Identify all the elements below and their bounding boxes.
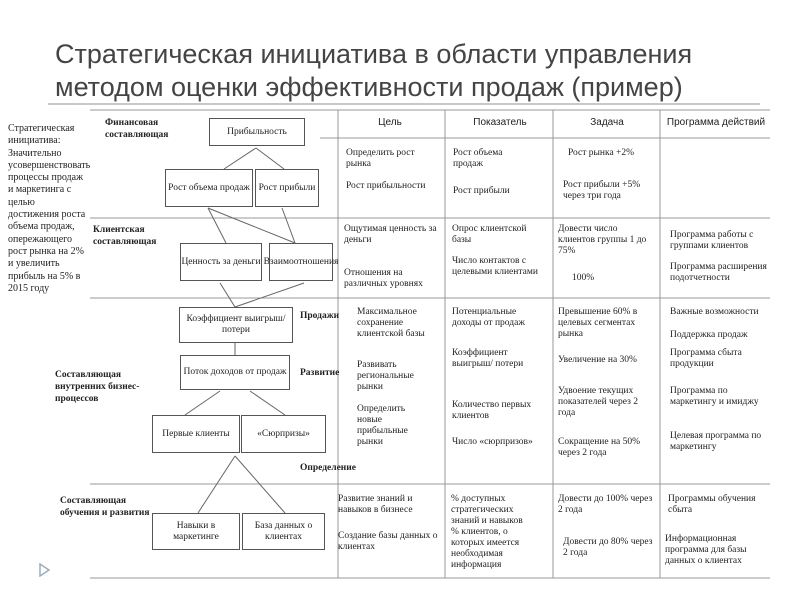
indicator-cell: Рост прибыли xyxy=(453,186,510,196)
program-cell: Программа работы с группами клиентов xyxy=(670,230,754,251)
goal-cell: Ощутимая ценность за деньги xyxy=(344,224,437,245)
task-cell: Рост прибыли +5% через три года xyxy=(563,180,641,201)
title-divider xyxy=(48,103,760,105)
program-cell: Программа расширения подотчетности xyxy=(670,262,767,283)
task-cell: Увеличение на 30% xyxy=(558,355,637,365)
program-cell: Поддержка продаж xyxy=(670,330,748,340)
program-cell: Программа сбыта продукции xyxy=(670,348,742,369)
goal-cell: Рост прибыльности xyxy=(346,181,426,191)
program-cell: Важные возможности xyxy=(670,307,759,317)
sales-growth-box: Рост объема продаж xyxy=(165,169,253,207)
indicator-cell: Количество первых клиентов xyxy=(452,400,532,421)
learning-perspective-label: Составляющая обучения и развития xyxy=(60,496,150,518)
goal-cell: Максимальное сохранение клиентской базы xyxy=(357,307,425,339)
sales-income-flow-box: Поток доходов от продаж xyxy=(180,355,290,390)
marketing-skills-box: Навыки в маркетинге xyxy=(152,513,240,550)
first-clients-box: Первые клиенты xyxy=(152,415,240,453)
task-cell: 100% xyxy=(572,273,595,283)
indicator-cell: Рост объема продаж xyxy=(453,148,503,169)
program-cell: Информационная программа для базы данных… xyxy=(665,534,747,566)
goal-column-header: Цель xyxy=(378,117,402,128)
program-cell: Программа по маркетингу и имиджу xyxy=(670,386,759,407)
task-cell: Сокращение на 50% через 2 года xyxy=(558,437,641,458)
indicator-cell: Число «сюрпризов» xyxy=(452,437,533,447)
goal-cell: Определить рост рынка xyxy=(346,148,415,169)
task-column-header: Задача xyxy=(590,117,624,128)
task-cell: Рост рынка +2% xyxy=(568,148,635,158)
goal-cell: Создание базы данных о клиентах xyxy=(338,531,438,552)
indicator-cell: Потенциальные доходы от продаж xyxy=(452,307,525,328)
task-cell: Превышение 60% в целевых сегментах рынка xyxy=(558,307,638,339)
page-title: Стратегическая инициатива в области упра… xyxy=(55,39,693,102)
client-database-box: База данных о клиентах xyxy=(242,513,325,550)
financial-perspective-label: Финансовая составляющая xyxy=(105,118,169,140)
strategic-initiative-text: Стратегическая инициатива: Значительно у… xyxy=(8,123,91,294)
relationships-box: Взаимоотношения xyxy=(264,243,338,281)
task-cell: Довести до 80% через 2 года xyxy=(563,537,653,558)
indicator-cell: % доступных стратегических знаний и навы… xyxy=(451,494,523,526)
program-column-header: Программа действий xyxy=(666,117,766,128)
indicator-cell: Число контактов с целевыми клиентами xyxy=(452,256,538,277)
arrow-right-icon[interactable] xyxy=(38,563,50,577)
profitability-box: Прибыльность xyxy=(209,118,305,146)
value-for-money-box: Ценность за деньги xyxy=(180,243,262,281)
program-cell: Программы обучения сбыта xyxy=(668,494,756,515)
indicator-cell: Опрос клиентской базы xyxy=(452,224,527,245)
indicator-cell: Коэффициент выигрыш/ потери xyxy=(452,348,524,369)
indicator-cell: % клиентов, о которых имеется необходима… xyxy=(451,527,520,570)
goal-cell: Определить новые прибыльные рынки xyxy=(357,404,408,447)
goal-cell: Развитие знаний и навыков в бизнесе xyxy=(338,494,413,515)
customer-perspective-label: Клиентская составляющая xyxy=(93,225,157,247)
task-cell: Удвоение текущих показателей через 2 год… xyxy=(558,386,638,418)
win-loss-ratio-box: Коэффициент выигрыш/ потери xyxy=(179,307,293,343)
sales-process-label: Продажи xyxy=(300,311,340,321)
goal-cell: Развивать региональные рынки xyxy=(357,360,414,392)
goal-cell: Отношения на различных уровнях xyxy=(344,268,423,289)
internal-perspective-label: Составляющая внутренних бизнес-процессов xyxy=(55,370,140,404)
indicator-column-header: Показатель xyxy=(473,117,527,128)
program-cell: Целевая программа по маркетингу xyxy=(670,431,762,452)
surprises-box: «Сюрпризы» xyxy=(241,415,326,453)
definition-process-label: Определение xyxy=(300,463,356,473)
task-cell: Довести число клиентов группы 1 до 75% xyxy=(558,224,647,256)
development-process-label: Развитие xyxy=(300,368,340,378)
profit-growth-box: Рост прибыли xyxy=(255,169,319,207)
task-cell: Довести до 100% через 2 года xyxy=(558,494,653,515)
